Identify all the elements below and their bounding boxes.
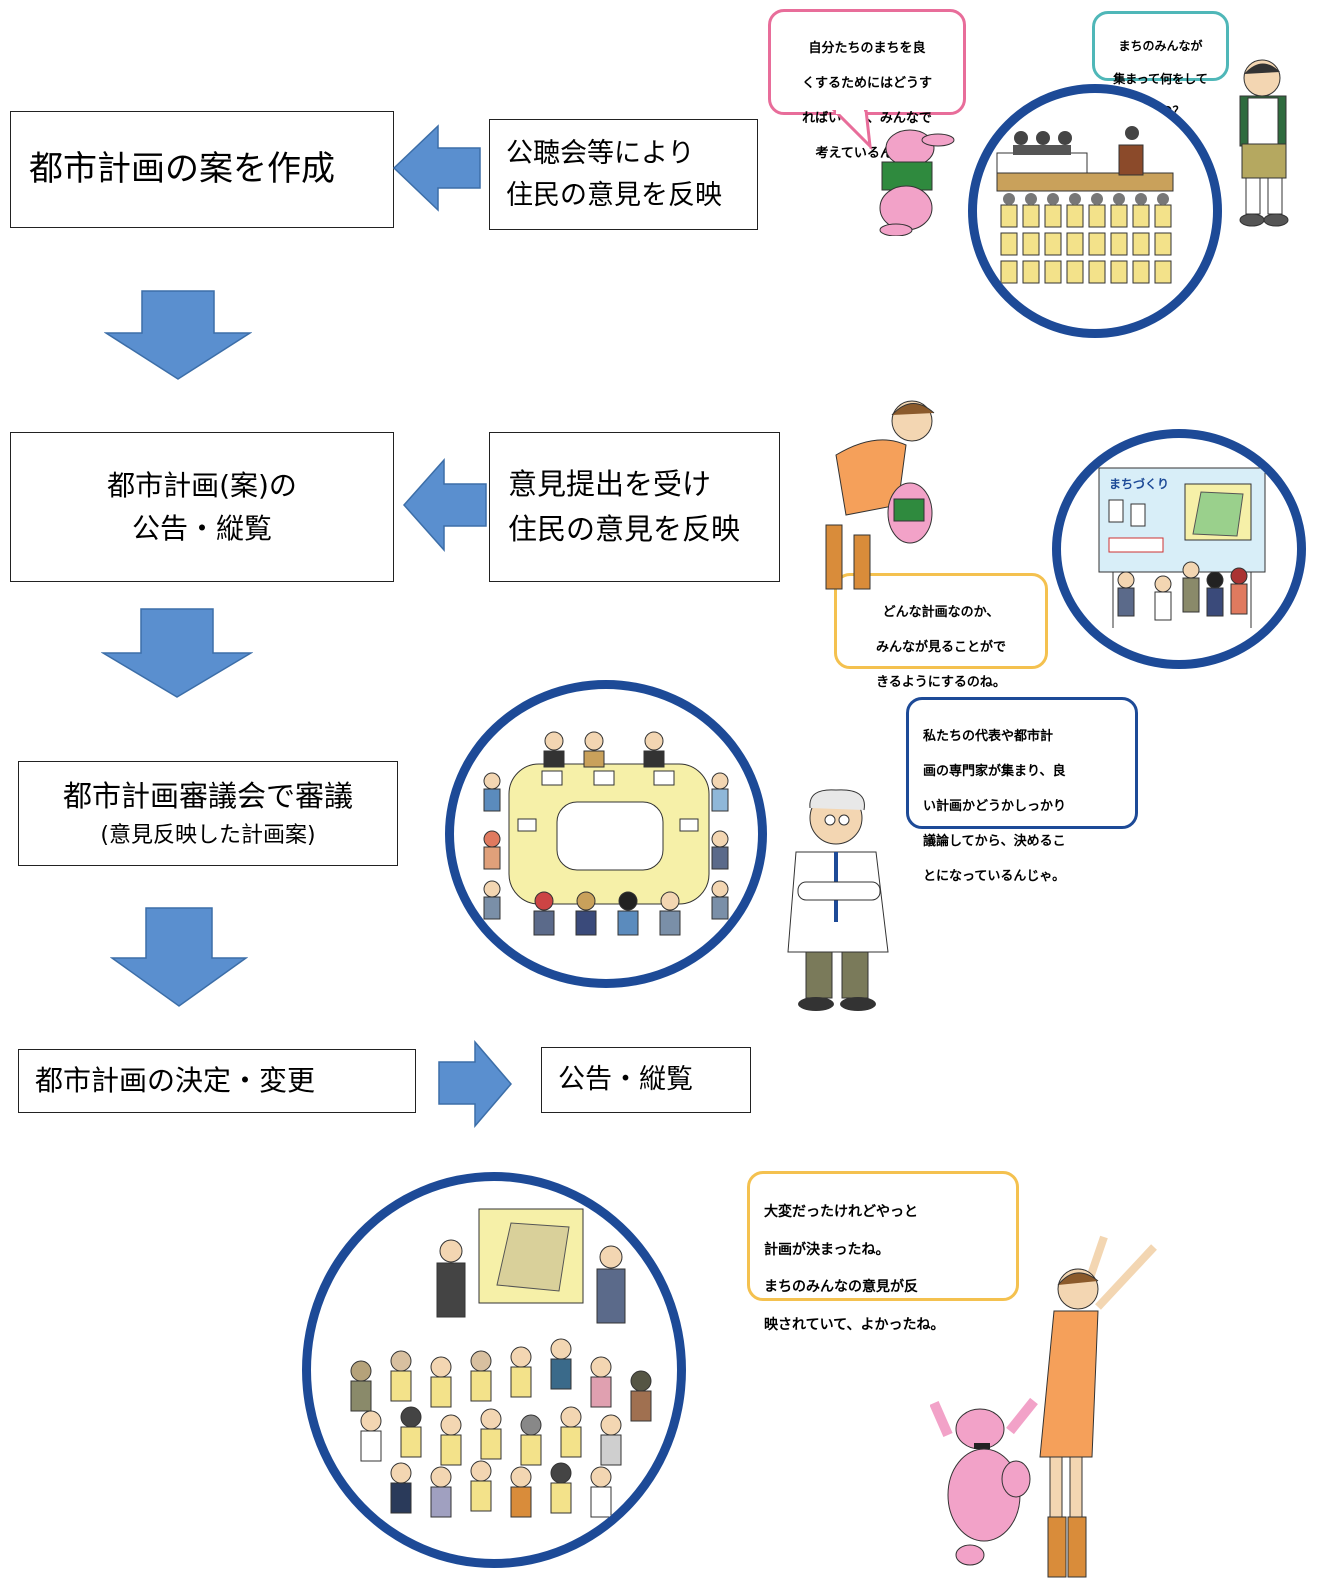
boy-character	[1239, 59, 1289, 227]
down-arrow-2	[101, 608, 253, 698]
input-public-hearing: 公聴会等により 住民の意見を反映	[489, 119, 758, 230]
step-public-notice: 都市計画(案)の 公告・縦覧	[10, 432, 394, 582]
output-public-notice-label: 公告・縦覧	[558, 1064, 693, 1096]
cheering-girl-character	[1039, 1235, 1157, 1578]
council-meeting-illustration	[445, 680, 767, 988]
step-decision: 都市計画の決定・変更	[18, 1049, 416, 1113]
exhibition-illustration: まちづくり	[1052, 429, 1306, 669]
right-arrow	[438, 1040, 512, 1128]
down-arrow-1	[104, 290, 252, 380]
speech-bubble-professor: 私たちの代表や都市計 画の専門家が集まり、良 い計画かどうかしっかり 議論してか…	[906, 697, 1138, 884]
step-council-review-line1: 都市計画審議会で審議	[62, 778, 353, 813]
public-announcement-illustration	[302, 1172, 686, 1568]
step-council-review-line2: (意見反映した計画案)	[100, 822, 316, 848]
left-arrow-1	[392, 124, 481, 212]
input-opinion-submission-line1: 意見提出を受け	[508, 467, 712, 502]
speech-bubble-boy: まちのみんなが 集まって何をして いるの？	[1092, 11, 1229, 118]
pink-rabbit-character-2	[930, 1397, 1038, 1566]
speech-bubble-rabbit: 自分たちのまちを良 くするためにはどうす ればいいか、みんなで 考えているんだ。	[768, 9, 966, 161]
speech-bubble-girl-2: 大変だったけれどやっと 計画が決まったね。 まちのみんなの意見が反 映されていて…	[747, 1171, 1019, 1333]
step-draft-plan-label: 都市計画の案を作成	[29, 149, 335, 190]
input-opinion-submission-line2: 住民の意見を反映	[508, 512, 741, 546]
girl-with-rabbit-character	[825, 400, 935, 590]
input-public-hearing-line1: 公聴会等により	[506, 137, 695, 169]
step-council-review: 都市計画審議会で審議 (意見反映した計画案)	[18, 761, 398, 866]
pink-rabbit-character-1	[879, 129, 955, 236]
output-public-notice: 公告・縦覧	[541, 1047, 751, 1113]
left-arrow-2	[402, 458, 487, 552]
step-public-notice-line2: 公告・縦覧	[131, 512, 272, 545]
professor-character	[787, 789, 889, 1011]
board-label: まちづくり	[1109, 476, 1169, 491]
input-opinion-submission: 意見提出を受け 住民の意見を反映	[489, 432, 780, 582]
bubble-tail-rabbit	[831, 110, 872, 150]
step-draft-plan: 都市計画の案を作成	[10, 111, 394, 228]
step-decision-label: 都市計画の決定・変更	[35, 1064, 316, 1098]
public-hearing-illustration	[968, 84, 1222, 338]
down-arrow-3	[110, 907, 248, 1007]
step-public-notice-line1: 都市計画(案)の	[107, 468, 297, 502]
input-public-hearing-line2: 住民の意見を反映	[506, 179, 722, 211]
